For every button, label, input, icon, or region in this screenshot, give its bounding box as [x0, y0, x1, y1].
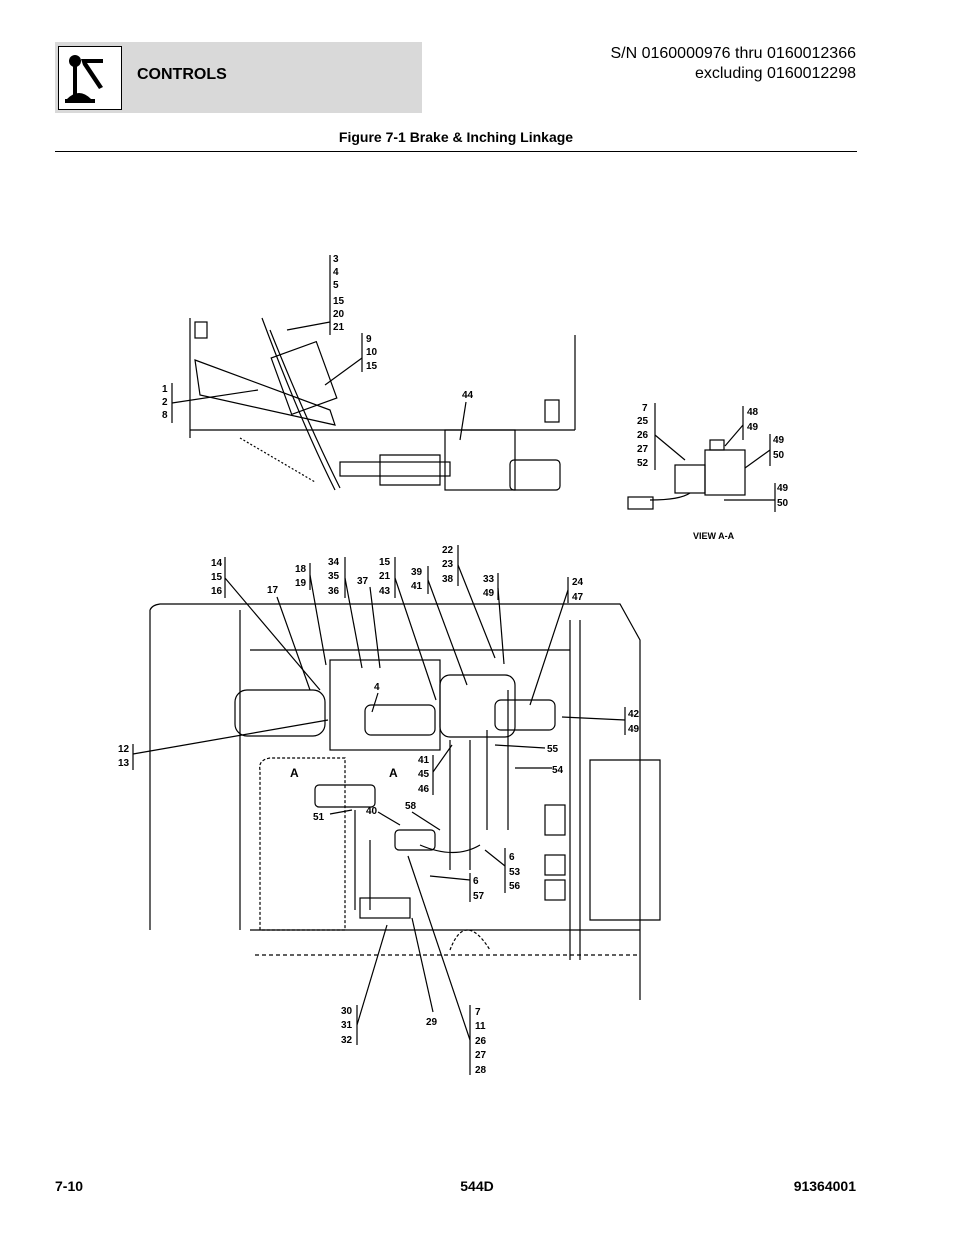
linkage-top-view: [189, 317, 746, 510]
callout-58: 58: [405, 801, 417, 812]
linkage-plan-view: [149, 603, 661, 1000]
callout-35: 35: [328, 571, 340, 582]
callout-56: 56: [509, 881, 521, 892]
callout-34: 34: [328, 557, 340, 568]
callout-30: 30: [341, 1006, 353, 1017]
callout-42: 42: [628, 709, 640, 720]
callout-5: 5: [333, 280, 339, 291]
callout-21: 21: [333, 322, 345, 333]
callout-12: 12: [118, 744, 130, 755]
callout-15-d: 15: [379, 557, 391, 568]
callout-labels: 3 4 5 15 20 21 9 10 15 1 2 8 44 7 25 26 …: [118, 254, 789, 1076]
callout-19: 19: [295, 578, 307, 589]
callout-55: 55: [547, 744, 559, 755]
serial-line-2: excluding 0160012298: [694, 65, 856, 82]
callout-25: 25: [637, 416, 649, 427]
document-number: 91364001: [793, 1178, 856, 1194]
callout-6-b: 6: [473, 876, 479, 887]
callout-36: 36: [328, 586, 340, 597]
callout-15-c: 15: [211, 572, 223, 583]
figure-title: Figure 7-1 Brake & Inching Linkage: [338, 129, 574, 145]
callout-52: 52: [637, 458, 649, 469]
callout-51: 51: [313, 812, 325, 823]
callout-11: 11: [475, 1021, 486, 1032]
page-number: 7-10: [55, 1178, 84, 1194]
serial-line-1: S/N 0160000976 thru 0160012366: [610, 45, 856, 62]
callout-26: 26: [637, 430, 649, 441]
view-a-a-label: VIEW A-A: [693, 531, 735, 541]
callout-49: 49: [747, 422, 759, 433]
callout-38: 38: [442, 574, 454, 585]
callout-43: 43: [379, 586, 391, 597]
callout-33: 33: [483, 574, 495, 585]
callout-27: 27: [637, 444, 649, 455]
callout-39: 39: [411, 567, 423, 578]
callout-15: 15: [333, 296, 345, 307]
callout-4: 4: [333, 267, 339, 278]
callout-9: 9: [366, 334, 372, 345]
callout-17: 17: [267, 585, 279, 596]
callout-18: 18: [295, 564, 307, 575]
callout-48: 48: [747, 407, 759, 418]
callout-49-c: 49: [777, 483, 789, 494]
callout-22: 22: [442, 545, 454, 556]
callout-37: 37: [357, 576, 369, 587]
callout-8: 8: [162, 410, 168, 421]
callout-14: 14: [211, 558, 223, 569]
callout-44: 44: [462, 390, 474, 401]
callout-26-b: 26: [475, 1036, 487, 1047]
callout-24: 24: [572, 577, 584, 588]
callout-23: 23: [442, 559, 454, 570]
callout-16: 16: [211, 586, 223, 597]
joystick-lever-icon: [58, 46, 122, 110]
section-title: CONTROLS: [137, 66, 227, 83]
callout-1: 1: [162, 384, 168, 395]
callout-53: 53: [509, 867, 521, 878]
callout-41: 41: [411, 581, 423, 592]
callout-50: 50: [773, 450, 785, 461]
callout-45: 45: [418, 769, 430, 780]
callout-40: 40: [366, 806, 378, 817]
callout-27-b: 27: [475, 1050, 487, 1061]
callout-7: 7: [642, 403, 648, 414]
callout-15-b: 15: [366, 361, 378, 372]
callout-21-b: 21: [379, 571, 391, 582]
callout-54: 54: [552, 765, 564, 776]
callout-3: 3: [333, 254, 339, 265]
section-a-marker-left: A: [290, 766, 299, 780]
callout-2: 2: [162, 397, 168, 408]
model-number: 544D: [460, 1178, 494, 1194]
callout-10: 10: [366, 347, 378, 358]
callout-50-b: 50: [777, 498, 789, 509]
header-divider: [55, 151, 857, 152]
callout-7-b: 7: [475, 1007, 481, 1018]
callout-41-b: 41: [418, 755, 430, 766]
callout-28: 28: [475, 1065, 487, 1076]
callout-49-d: 49: [483, 588, 495, 599]
callout-46: 46: [418, 784, 430, 795]
callout-20: 20: [333, 309, 345, 320]
callout-49-b: 49: [773, 435, 785, 446]
callout-6: 6: [509, 852, 515, 863]
leader-lines: [132, 255, 776, 1075]
callout-4-b: 4: [374, 682, 380, 693]
callout-31: 31: [341, 1020, 353, 1031]
section-a-marker-right: A: [389, 766, 398, 780]
callout-13: 13: [118, 758, 130, 769]
serial-range: S/N 0160000976 thru 0160012366 excluding…: [610, 44, 856, 84]
callout-32: 32: [341, 1035, 353, 1046]
callout-29: 29: [426, 1017, 438, 1028]
callout-49-e: 49: [628, 724, 640, 735]
callout-57: 57: [473, 891, 485, 902]
callout-47: 47: [572, 592, 584, 603]
